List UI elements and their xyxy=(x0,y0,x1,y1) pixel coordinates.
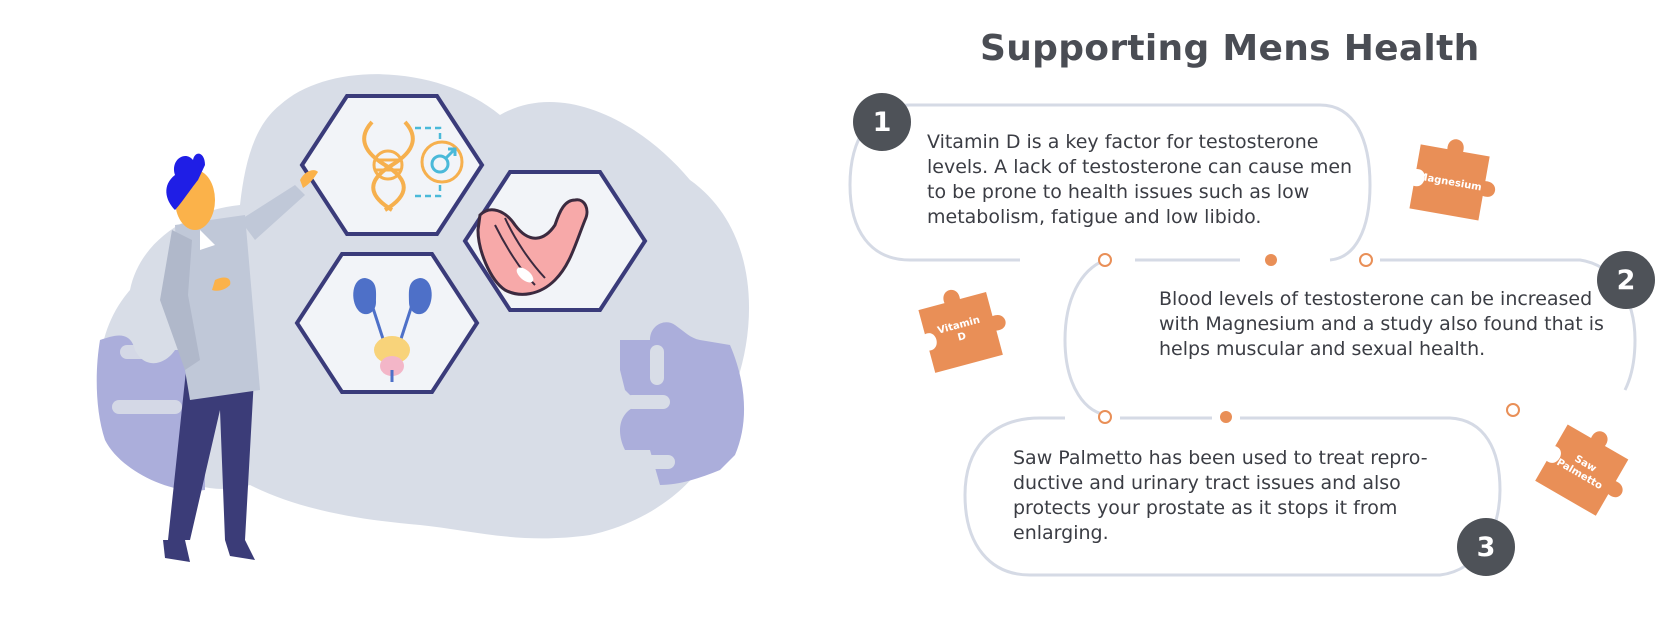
step-2-text: Blood levels of testosterone can be incr… xyxy=(1159,288,1604,360)
step-1-text: Vitamin D is a key factor for testostero… xyxy=(927,131,1353,228)
path-dot xyxy=(1265,254,1277,266)
step-2-badge: 2 xyxy=(1597,251,1655,309)
page-title: Supporting Mens Health xyxy=(980,28,1480,69)
path-dot xyxy=(1098,253,1112,267)
step-3-text: Saw Palmetto has been used to treat repr… xyxy=(1013,447,1428,544)
puzzle-piece-saw-palmetto: Saw Palmetto xyxy=(1535,424,1629,516)
path-dot xyxy=(1098,410,1112,424)
dna-gender-icon xyxy=(299,94,485,236)
puzzle-piece-vitamin-d: Vitamin D xyxy=(918,289,1006,373)
flexed-arm-muscle-icon xyxy=(462,170,648,312)
step-3-badge: 3 xyxy=(1457,518,1515,576)
person-figure xyxy=(160,153,318,562)
step-1-badge: 1 xyxy=(853,93,911,151)
path-line-2-top xyxy=(1380,258,1637,391)
puzzle-label-d: D xyxy=(957,331,968,344)
path-line-1 xyxy=(848,103,1372,262)
path-line-3 xyxy=(963,416,1502,577)
path-dot xyxy=(1220,411,1232,423)
path-line-2 xyxy=(1063,258,1111,417)
kidney-bladder-icon xyxy=(294,252,480,394)
puzzle-piece-magnesium: Magnesium xyxy=(1409,139,1496,221)
path-dot xyxy=(1506,403,1520,417)
path-dot xyxy=(1359,253,1373,267)
